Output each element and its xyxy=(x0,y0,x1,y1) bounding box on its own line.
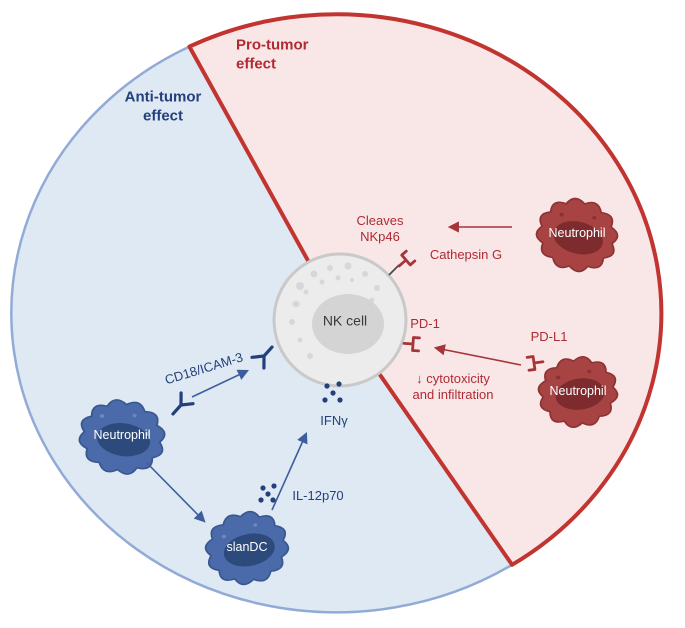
neutrophil-blue-cell xyxy=(74,394,170,480)
cell-texture xyxy=(99,413,150,436)
arrow-cd18-to-nk xyxy=(191,369,250,398)
neutrophil-red-bottom-label: Neutrophil xyxy=(549,384,607,399)
neutrophil-blue-label: Neutrophil xyxy=(93,428,151,443)
slandc-label: slanDC xyxy=(226,540,268,555)
cathepsin-g-label: Cathepsin G xyxy=(429,246,503,262)
cell-texture xyxy=(221,523,258,539)
nk-cell-body xyxy=(272,252,408,388)
neutrophil-red-bottom-cell xyxy=(533,351,623,433)
neutrophil-red-top-label: Neutrophil xyxy=(548,226,606,241)
cathepsin-connector xyxy=(388,264,400,276)
arrow-slandc-to-nk xyxy=(271,431,308,511)
neutrophil-red-top-cell xyxy=(529,190,625,280)
arrow-pdl1-to-pd1 xyxy=(433,344,522,366)
slandc-cell xyxy=(199,504,295,592)
cleaves-nkp46-label: Cleaves NKp46 xyxy=(356,212,404,244)
cell-texture xyxy=(556,369,592,380)
anti-tumor-region xyxy=(10,45,514,614)
arrow-neutrophil-to-slandc xyxy=(146,462,206,523)
anti-tumor-label: Anti-tumor effect xyxy=(124,88,202,124)
pdl1-label: PD-L1 xyxy=(530,328,568,344)
cell-texture xyxy=(559,212,597,220)
pro-tumor-label: Pro-tumor effect xyxy=(236,36,309,72)
ifn-gamma-label: IFNγ xyxy=(320,412,348,428)
cytotoxicity-label: ↓ cytotoxicity and infiltration xyxy=(412,370,494,402)
pro-tumor-region xyxy=(187,12,664,567)
pd1-label: PD-1 xyxy=(410,315,440,331)
nk-cell-label: NK cell xyxy=(322,312,368,329)
il12-dots xyxy=(258,483,277,503)
il12p70-label: IL-12p70 xyxy=(292,487,344,503)
nk-cell-nucleus xyxy=(312,294,384,354)
ifng-dots xyxy=(322,381,343,403)
